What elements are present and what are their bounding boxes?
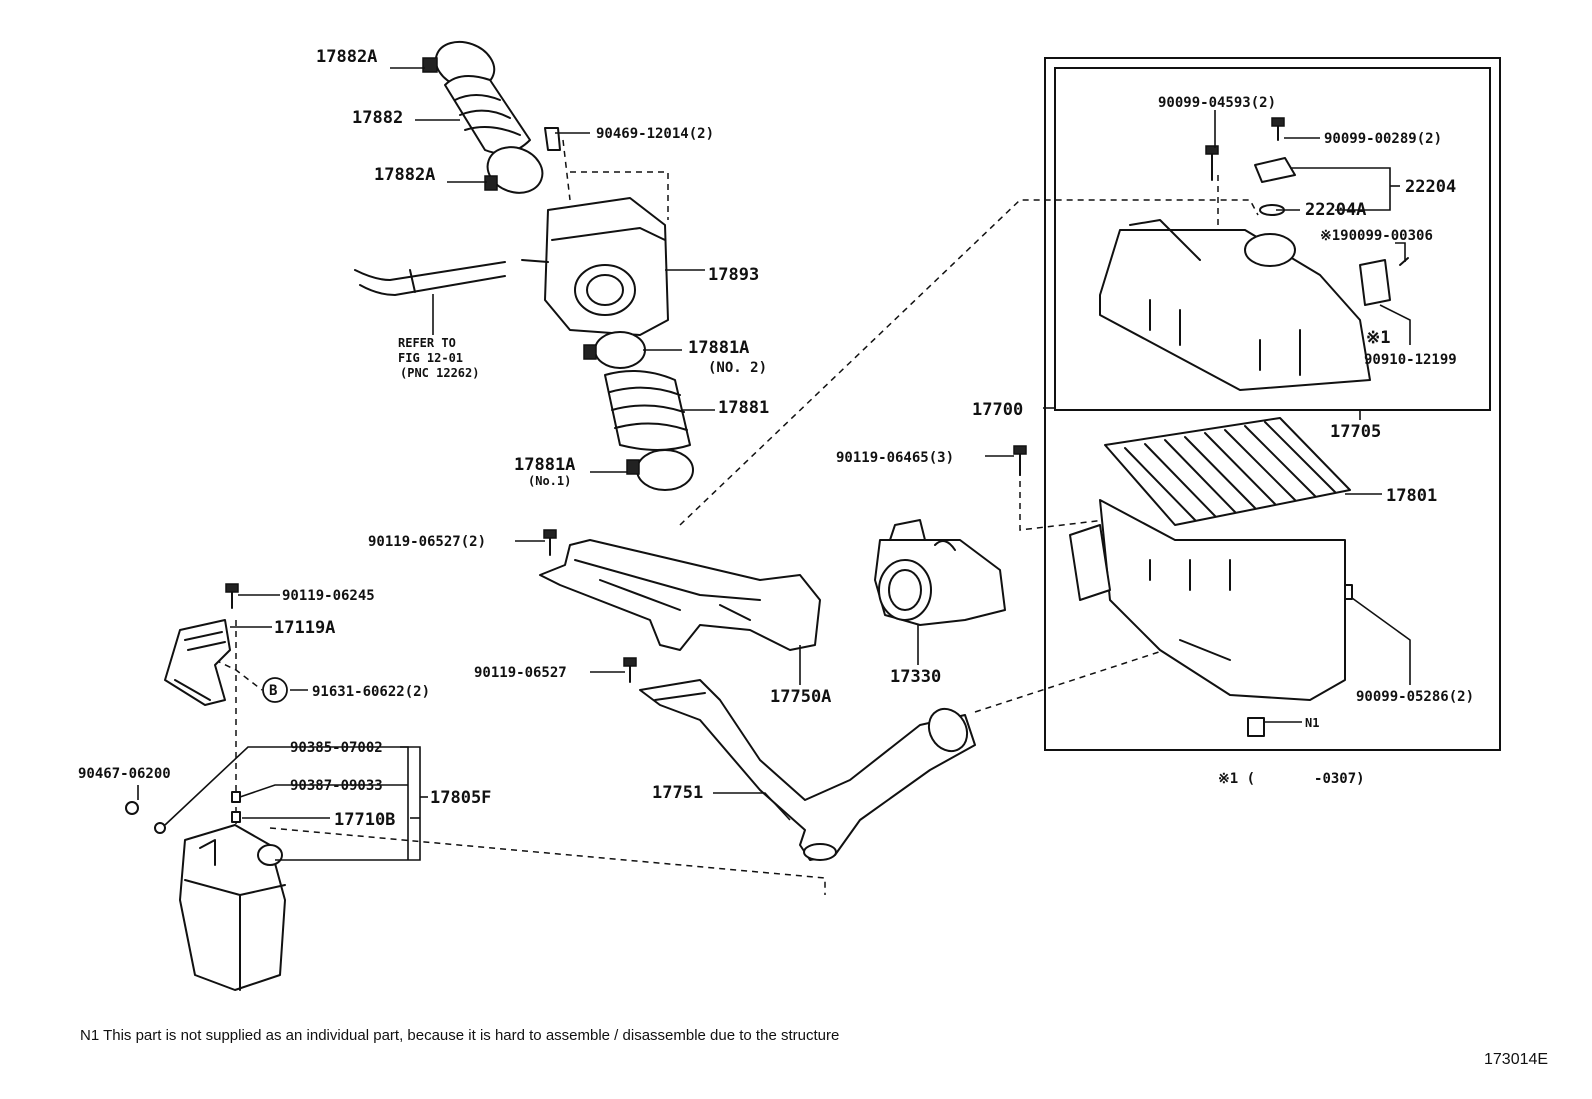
label-no1: (No.1) — [528, 474, 571, 488]
air-cleaner-cap-box — [1054, 67, 1491, 411]
label-90099-00306: ※190099-00306 — [1320, 228, 1433, 244]
label-17893: 17893 — [708, 265, 759, 285]
label-90469-12014: 90469-12014(2) — [596, 126, 714, 142]
label-17119a: 17119A — [274, 618, 335, 638]
label-91631-60622: 91631-60622(2) — [312, 684, 430, 700]
label-applicability: ※1 ( -0307) — [1218, 771, 1365, 787]
label-17751: 17751 — [652, 783, 703, 803]
label-90467-06200: 90467-06200 — [78, 766, 171, 782]
air-cleaner-case — [1069, 499, 1346, 701]
label-17882a-top: 17882A — [316, 47, 377, 67]
inlet-duct-17751 — [639, 679, 976, 861]
label-17881: 17881 — [718, 398, 769, 418]
circle-b-marker — [262, 677, 288, 703]
label-90099-05286: 90099-05286(2) — [1356, 689, 1474, 705]
label-17882: 17882 — [352, 108, 403, 128]
label-pnc-12262: (PNC 12262) — [400, 366, 479, 380]
label-22204: 22204 — [1405, 177, 1456, 197]
label-90119-06527-2: 90119-06527(2) — [368, 534, 486, 550]
leader-lines — [137, 67, 1411, 861]
label-90910-12199: 90910-12199 — [1364, 352, 1457, 368]
air-duct-17750A — [539, 539, 821, 651]
air-hose-17882 — [422, 40, 544, 194]
fasteners — [125, 117, 1353, 834]
label-90119-06527: 90119-06527 — [474, 665, 567, 681]
label-17881a-no2: 17881A — [688, 338, 749, 358]
air-cleaner-assembly-box — [1044, 57, 1501, 751]
label-n1: N1 — [1305, 716, 1319, 730]
label-note-1: ※1 — [1366, 328, 1390, 348]
air-filter-element-17801 — [1104, 417, 1351, 526]
clip-90469 — [544, 127, 561, 151]
throttle-body-17330 — [874, 519, 1006, 626]
label-90119-06245: 90119-06245 — [282, 588, 375, 604]
footnote-n1: N1 This part is not supplied as an indiv… — [80, 1027, 840, 1044]
label-90119-06465: 90119-06465(3) — [836, 450, 954, 466]
label-17710b: 17710B — [334, 810, 395, 830]
circle-b-label: B — [269, 683, 277, 699]
resonator-box-17805F — [179, 824, 286, 991]
dashed-leaders — [214, 139, 1259, 895]
hose-refer — [354, 261, 506, 296]
label-17705: 17705 — [1330, 422, 1381, 442]
label-90387-09033: 90387-09033 — [290, 778, 383, 794]
air-hose-17881 — [583, 331, 694, 491]
label-17805f: 17805F — [430, 788, 491, 808]
air-cleaner-cap-17705 — [1099, 157, 1409, 391]
label-fig-12-01: FIG 12-01 — [398, 351, 463, 365]
label-90099-04593: 90099-04593(2) — [1158, 95, 1276, 111]
label-17700: 17700 — [972, 400, 1023, 420]
label-22204a: 22204A — [1305, 200, 1366, 220]
label-17750a: 17750A — [770, 687, 831, 707]
label-refer-to: REFER TO — [398, 336, 456, 350]
label-17881a-no1: 17881A — [514, 455, 575, 475]
label-17330: 17330 — [890, 667, 941, 687]
label-17882a-bottom: 17882A — [374, 165, 435, 185]
label-17801: 17801 — [1386, 486, 1437, 506]
label-90385-07002: 90385-07002 — [290, 740, 383, 756]
label-no2: (NO. 2) — [708, 360, 767, 376]
figure-code: 173014E — [1484, 1051, 1549, 1068]
resonator-17893 — [521, 197, 669, 336]
bracket-17119A — [164, 619, 231, 706]
label-90099-00289: 90099-00289(2) — [1324, 131, 1442, 147]
